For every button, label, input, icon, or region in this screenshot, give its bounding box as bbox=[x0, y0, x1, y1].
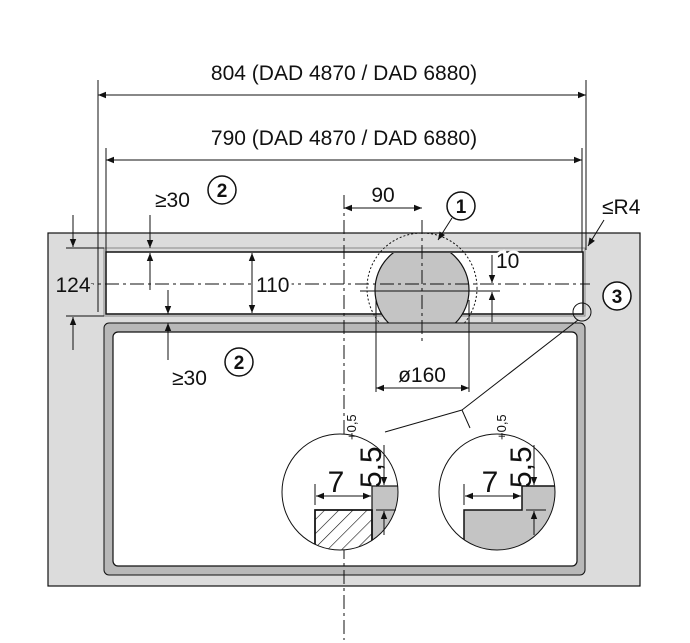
min-gap-bottom-label: ≥30 bbox=[172, 367, 207, 390]
cutout-width-label: 790 (DAD 4870 / DAD 6880) bbox=[211, 127, 477, 150]
offset-label: 90 bbox=[371, 184, 394, 207]
min-gap-top-label: ≥30 bbox=[155, 189, 190, 212]
overall-width-label: 804 (DAD 4870 / DAD 6880) bbox=[211, 62, 477, 85]
callout-2-bottom-number: 2 bbox=[234, 353, 245, 374]
callout-1-number: 1 bbox=[456, 197, 467, 218]
callout-2-bottom bbox=[224, 347, 254, 377]
corner-radius-label: ≤R4 bbox=[602, 196, 641, 219]
rebate-depth-1-label: 5,5 bbox=[355, 446, 388, 488]
callout-3 bbox=[602, 281, 632, 311]
hole-dashed bbox=[366, 232, 478, 344]
rebate-tol-1-label: +0,5 bbox=[344, 414, 359, 440]
rebate-depth-2-label: 5,5 bbox=[505, 446, 538, 488]
callout-1 bbox=[446, 191, 476, 221]
hole-diameter-label: ø160 bbox=[398, 364, 446, 387]
detail-rebate-step: 7 5,5 +0,5 bbox=[438, 414, 556, 551]
cutout-depth-label: 110 bbox=[256, 274, 289, 297]
callout-3-number: 3 bbox=[612, 287, 623, 308]
rebate-width-1-label: 7 bbox=[328, 466, 345, 499]
overall-depth-label: 124 bbox=[55, 274, 90, 297]
rebate-width-2-label: 7 bbox=[482, 466, 499, 499]
center-offset-label: 10 bbox=[496, 250, 519, 273]
detail-marker-circle bbox=[572, 302, 592, 322]
rebate-tol-2-label: +0,5 bbox=[494, 414, 509, 440]
callout-2-top-number: 2 bbox=[217, 181, 228, 202]
callout-2-top bbox=[207, 175, 237, 205]
detail-rebate-hatched: 7 5,5 +0,5 bbox=[281, 414, 399, 551]
